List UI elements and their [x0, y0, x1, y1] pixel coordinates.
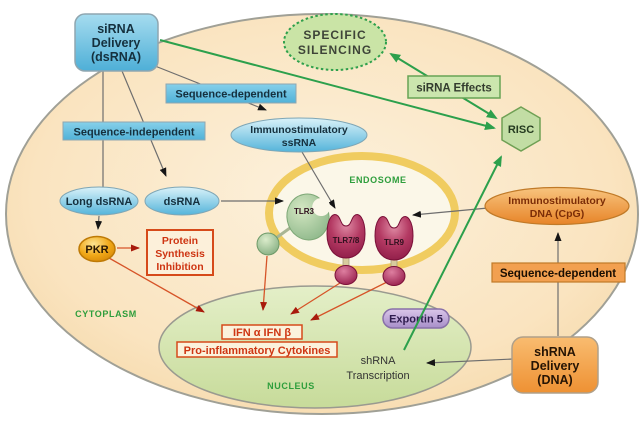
- specific-silencing-ellipse: [283, 13, 387, 71]
- sirna-effects-box: [407, 75, 501, 99]
- immunostimulatory-ssrna-line2: ssRNA: [282, 137, 317, 149]
- tlr3-receptor: [286, 193, 331, 241]
- immunostimulatory-ssrna-line1: Immunostimulatory: [250, 124, 348, 136]
- protein-synthesis-line1: Protein: [162, 235, 198, 247]
- cytokines-label: Pro-inflammatory Cytokines: [184, 345, 331, 357]
- tlr78-receptor: [326, 214, 366, 259]
- sequence-independent-box: [62, 121, 206, 141]
- long-dsrna-ellipse: [59, 186, 139, 216]
- immunostimulatory-dna-ellipse: [484, 186, 630, 226]
- risc-hexagon: [501, 106, 541, 152]
- protein-synthesis-box: [146, 229, 214, 276]
- cytoplasm-label: CYTOPLASM: [75, 309, 137, 319]
- sequence-dependent-top-box: [165, 83, 297, 104]
- tlr78-signal-sphere: [334, 265, 358, 285]
- tlr9-receptor: [374, 216, 414, 261]
- nucleus-label: NUCLEUS: [267, 381, 315, 391]
- ifn-label: IFN α IFN β: [233, 327, 291, 339]
- sequence-dependent-bottom-label: Sequence-dependent: [500, 268, 616, 280]
- immunostimulatory-dna-line2: DNA (CpG): [530, 208, 584, 220]
- tlr9-signal-sphere: [382, 266, 406, 286]
- specific-silencing-line2: SILENCING: [298, 43, 372, 57]
- sirna-delivery-box: [74, 13, 159, 72]
- risc-label: RISC: [508, 124, 534, 136]
- specific-silencing-line1: SPECIFIC: [303, 28, 366, 42]
- shrna-transcription-line1: shRNA: [361, 355, 397, 367]
- arrow-pkr-to-ifn: [108, 257, 205, 313]
- protein-synthesis-line3: Inhibition: [156, 261, 203, 273]
- sirna-delivery-line3: (dsRNA): [91, 50, 141, 64]
- immunostimulatory-ssrna-ellipse: [230, 117, 368, 153]
- ifn-box: [221, 324, 303, 340]
- sirna-effects-label: siRNA Effects: [416, 83, 492, 95]
- pkr-label: PKR: [85, 244, 108, 256]
- arrow-transcription-to-risc: [403, 155, 502, 351]
- long-dsrna-label: Long dsRNA: [66, 196, 133, 208]
- tlr9-label: TLR9: [384, 238, 405, 247]
- protein-synthesis-line2: Synthesis: [155, 248, 205, 260]
- shrna-delivery-line3: (DNA): [537, 373, 572, 387]
- cytokines-box: [176, 341, 338, 358]
- sequence-dependent-bottom-box: [491, 262, 626, 283]
- dsrna-ellipse: [144, 186, 220, 216]
- arrow-tlr3-to-ifn: [260, 255, 268, 311]
- arrow-tlr9-to-ifn: [310, 281, 388, 321]
- exportin5-label: Exportin 5: [389, 314, 443, 326]
- sequence-dependent-top-label: Sequence-dependent: [175, 89, 287, 101]
- arrow-shrna-delivery-to-transcription: [426, 358, 514, 367]
- arrow-long-dsrna-to-pkr: [95, 215, 103, 230]
- endosome-label: ENDOSOME: [349, 175, 406, 185]
- tlr3-signal-sphere: [256, 232, 280, 256]
- sirna-delivery-line1: siRNA: [97, 22, 135, 36]
- tlr3-stem: [275, 226, 291, 240]
- shrna-delivery-line1: shRNA: [534, 345, 576, 359]
- shrna-delivery-box: [511, 336, 599, 394]
- pkr-circle: [78, 235, 116, 263]
- arrow-tlr78-to-ifn: [290, 282, 341, 315]
- shrna-transcription-line2: Transcription: [346, 370, 409, 382]
- shrna-delivery-line2: Delivery: [531, 359, 580, 373]
- tlr3-label: TLR3: [294, 207, 315, 216]
- tlr78-label: TLR7/8: [333, 236, 360, 245]
- sequence-independent-label: Sequence-independent: [73, 127, 194, 139]
- arrow-ssrna-to-tlr78: [301, 151, 336, 209]
- immunostimulatory-dna-line1: Immunostimulatory: [508, 195, 606, 207]
- dsrna-label: dsRNA: [164, 196, 201, 208]
- sirna-delivery-line2: Delivery: [92, 36, 141, 50]
